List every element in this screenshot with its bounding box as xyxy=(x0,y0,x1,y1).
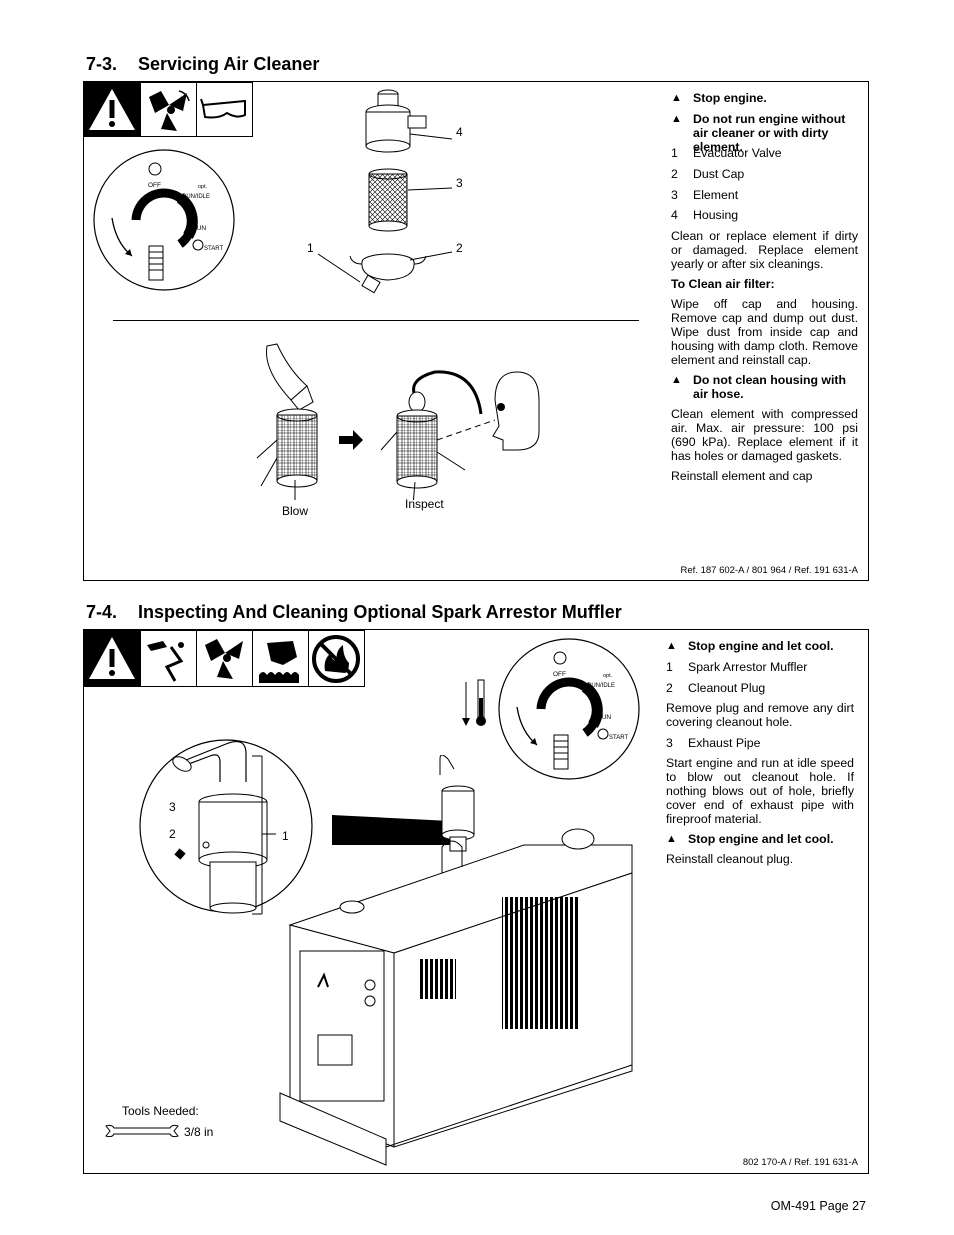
subheading-clean-filter: To Clean air filter: xyxy=(671,277,775,291)
reference-number: 802 170-A / Ref. 191 631-A xyxy=(742,1157,858,1168)
air-cleaner-exploded-diagram xyxy=(317,89,453,294)
wrench-icon xyxy=(105,1124,179,1138)
callout-2: 2 xyxy=(169,827,176,841)
warning-stop-engine-cool-2: ▲Stop engine and let cool. xyxy=(666,832,834,846)
warning-air-hose: ▲Do not clean housing with air hose. xyxy=(671,373,847,401)
paragraph-start-engine: Start engine and run at idle speed to bl… xyxy=(666,756,854,826)
callout-1: 1 xyxy=(307,241,314,255)
inspect-label: Inspect xyxy=(405,497,444,511)
switch-off-label: OFF xyxy=(553,671,566,678)
paragraph-compressed-air: Clean element with compressed air. Max. … xyxy=(671,407,858,463)
fan-hand-icon xyxy=(140,82,197,137)
air-cleaner-panel xyxy=(83,81,869,581)
hot-parts-icon xyxy=(140,630,197,687)
warning-triangle-icon xyxy=(84,82,141,137)
moving-parts-hand-icon xyxy=(196,630,253,687)
engine-switch-diagram: OFF opt. RUN/IDLE RUN START xyxy=(93,149,235,291)
switch-run-label: RUN xyxy=(597,714,611,721)
page-footer: OM-491 Page 27 xyxy=(770,1199,866,1213)
tools-needed-label: Tools Needed: xyxy=(122,1104,199,1118)
switch-run-label: RUN xyxy=(192,225,206,232)
muffler-detail-diagram xyxy=(139,739,313,915)
section-number: 7-3. xyxy=(86,54,118,74)
welder-generator-diagram xyxy=(279,755,633,1166)
section-number: 7-4. xyxy=(86,602,118,622)
section-7-3-heading: 7-3. Servicing Air Cleaner xyxy=(86,54,319,75)
warning-air-cleaner: ▲Do not run engine without air cleaner o… xyxy=(671,112,846,154)
switch-off-label: OFF xyxy=(148,182,161,189)
warning-triangle-icon xyxy=(84,630,141,687)
engine-switch-diagram: OFF opt. RUN/IDLE RUN START xyxy=(498,638,640,780)
callout-3: 3 xyxy=(456,176,463,190)
switch-run-idle-label: RUN/IDLE xyxy=(587,683,615,689)
section-7-4-heading: 7-4. Inspecting And Cleaning Optional Spa… xyxy=(86,602,622,623)
switch-opt-label: opt. xyxy=(603,673,613,679)
thermometer-icon xyxy=(462,679,486,726)
section-title: Servicing Air Cleaner xyxy=(138,54,320,74)
paragraph-reinstall-plug: Reinstall cleanout plug. xyxy=(666,852,794,866)
switch-start-label: START xyxy=(609,735,628,741)
divider-line xyxy=(113,320,639,321)
safety-glasses-icon xyxy=(196,82,253,137)
blow-label: Blow xyxy=(282,504,309,518)
tool-size-label: 3/8 in xyxy=(184,1125,214,1139)
callout-4: 4 xyxy=(456,125,463,139)
reference-number: Ref. 187 602-A / 801 964 / Ref. 191 631-… xyxy=(680,565,858,576)
warning-stop-engine-cool: ▲Stop engine and let cool. xyxy=(666,639,834,653)
switch-run-idle-label: RUN/IDLE xyxy=(182,194,210,200)
switch-start-label: START xyxy=(204,246,223,252)
spark-arrestor-panel xyxy=(83,629,869,1174)
no-fire-icon xyxy=(308,630,365,687)
paragraph-reinstall: Reinstall element and cap xyxy=(671,469,813,483)
callout-1: 1 xyxy=(282,829,289,843)
paragraph-replace-element: Clean or replace element if dirty or dam… xyxy=(671,229,858,271)
callout-3: 3 xyxy=(169,800,176,814)
switch-opt-label: opt. xyxy=(198,184,208,190)
hot-surface-hand-icon xyxy=(252,630,309,687)
section-title: Inspecting And Cleaning Optional Spark A… xyxy=(138,602,622,622)
warning-stop-engine: ▲Stop engine. xyxy=(671,91,767,105)
paragraph-wipe-cap: Wipe off cap and housing. Remove cap and… xyxy=(671,297,858,367)
paragraph-remove-plug: Remove plug and remove any dirt covering… xyxy=(666,701,854,729)
cleaning-inspection-diagram xyxy=(256,343,540,500)
callout-2: 2 xyxy=(456,241,463,255)
